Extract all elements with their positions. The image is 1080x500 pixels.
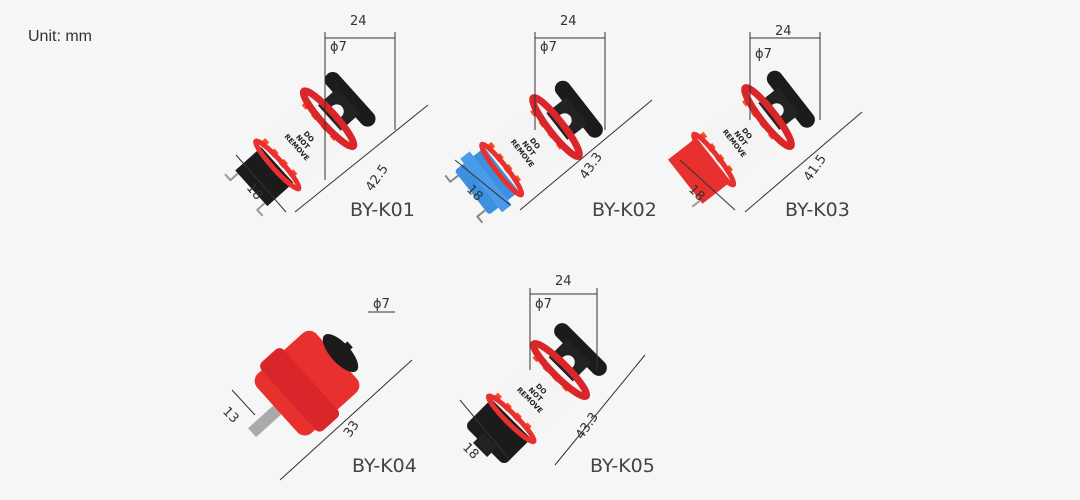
width-dimension: 24 [775,24,792,39]
width-dimension: 24 [560,14,577,29]
hole-dimension: ϕ7 [330,40,347,55]
hole-dimension: ϕ7 [540,40,557,55]
product-by-k03: DO NOT REMOVE 24 ϕ7 41.5 18 BY-K03 [668,24,863,221]
width-dimension: 24 [350,14,367,29]
product-by-k01: DO NOT REMOVE 24 ϕ7 42.5 18 BY-K01 [224,14,429,221]
lock-image: DO NOT REMOVE [224,67,381,217]
depth-dimension: 13 [219,404,241,426]
hole-dimension: ϕ7 [535,297,552,312]
model-label: BY-K01 [350,199,415,221]
lock-image: DO NOT REMOVE [467,318,612,463]
hole-dimension: ϕ7 [373,297,390,312]
length-dimension: 42.5 [363,162,392,194]
lock-image: DO NOT REMOVE [444,75,608,224]
model-label: BY-K05 [590,455,655,477]
length-dimension: 41.5 [801,152,830,184]
product-by-k02: DO NOT REMOVE 24 ϕ7 43.3 18 BY-K02 [444,14,657,224]
length-dimension: 43.3 [573,410,602,442]
product-by-k04: ϕ7 33 13 BY-K04 [219,297,417,481]
width-dimension: 24 [555,274,572,289]
model-label: BY-K04 [352,455,417,477]
lock-image [248,330,360,438]
product-by-k05: DO NOT REMOVE 24 ϕ7 43.3 18 BY-K05 [459,274,655,477]
hole-dimension: ϕ7 [755,47,772,62]
lock-image: DO NOT REMOVE [668,65,820,208]
model-label: BY-K03 [785,199,850,221]
unit-label: Unit: mm [28,28,92,45]
model-label: BY-K02 [592,199,657,221]
